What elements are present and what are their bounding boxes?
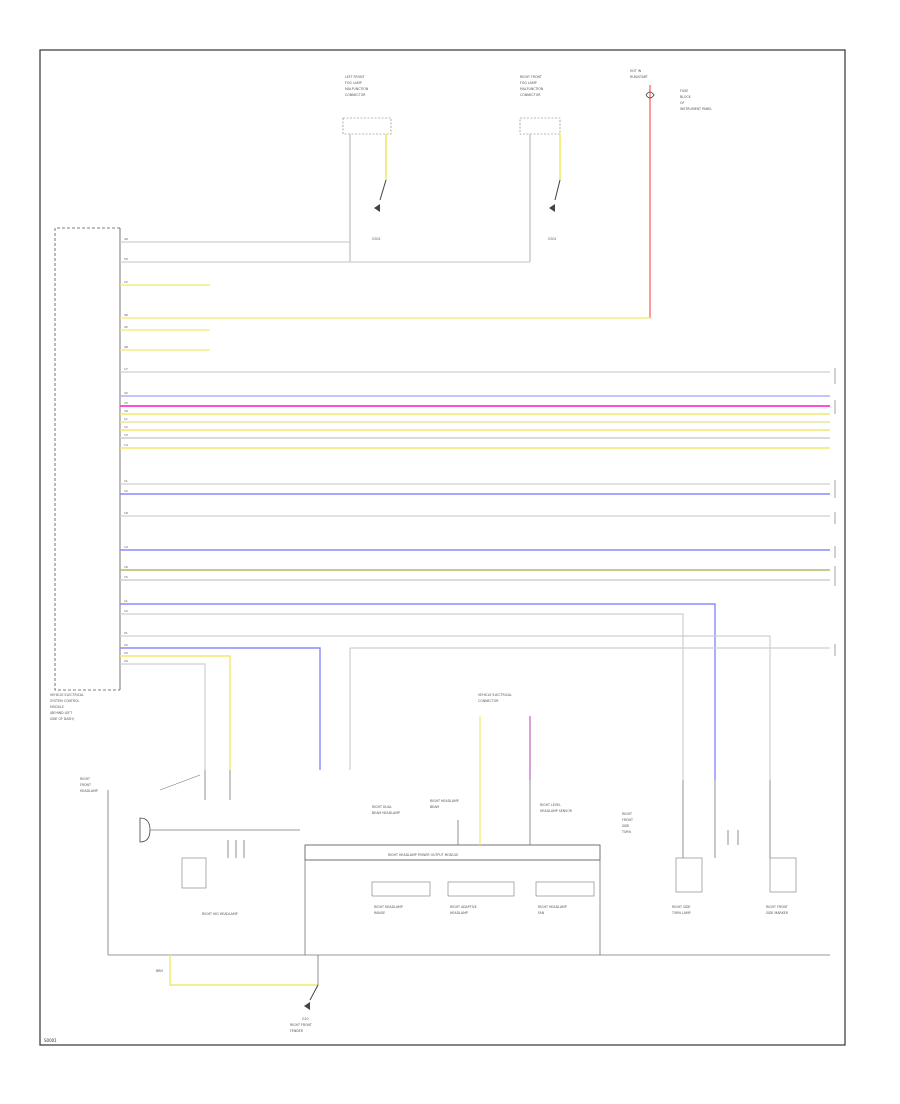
svg-text:INSTRUMENT PANEL: INSTRUMENT PANEL [680, 107, 712, 111]
svg-text:FRONT: FRONT [622, 818, 633, 822]
svg-text:24: 24 [124, 659, 128, 663]
svg-text:49: 49 [124, 237, 128, 241]
svg-text:45: 45 [124, 325, 128, 329]
svg-text:TURN: TURN [621, 830, 631, 834]
svg-text:HEADLAMP: HEADLAMP [80, 789, 98, 793]
module-wires [120, 241, 830, 780]
svg-text:RIGHT FRONT: RIGHT FRONT [520, 75, 542, 79]
svg-text:TURN LAMP: TURN LAMP [671, 911, 691, 915]
top-left-component: LEFT FRONT FOG LAMP MALFUNCTION CONNECTO… [342, 75, 392, 262]
svg-text:23: 23 [124, 651, 128, 655]
svg-text:MODULE: MODULE [50, 705, 64, 709]
svg-text:RIGHT HEADLAMP: RIGHT HEADLAMP [430, 799, 459, 803]
svg-text:14: 14 [124, 443, 128, 447]
svg-text:RIGHT: RIGHT [622, 812, 632, 816]
svg-text:SYSTEM CONTROL: SYSTEM CONTROL [50, 699, 80, 703]
control-module-outline [54, 227, 120, 691]
svg-text:FUSE: FUSE [680, 89, 688, 93]
diagram-frame [39, 49, 846, 1046]
right-lamps: RIGHT FRONT SIDE TURN RIGHT SIDE TURN LA… [621, 780, 797, 915]
svg-text:13: 13 [124, 433, 128, 437]
svg-text:15: 15 [124, 575, 128, 579]
svg-text:12: 12 [124, 280, 128, 284]
svg-text:BRN: BRN [156, 969, 163, 973]
svg-text:SIDE MARKER: SIDE MARKER [766, 911, 789, 915]
svg-text:RIGHT SIDE: RIGHT SIDE [672, 905, 690, 909]
svg-text:OF: OF [680, 101, 685, 105]
svg-text:RIGHT FRONT: RIGHT FRONT [290, 1023, 312, 1027]
svg-text:FOG LAMP: FOG LAMP [520, 81, 537, 85]
svg-text:RIGHT HEADLAMP POWER OUTPUT MO: RIGHT HEADLAMP POWER OUTPUT MODULE [388, 853, 458, 857]
svg-text:12: 12 [124, 489, 128, 493]
left-headlamp: RIGHT FRONT HEADLAMP RIGHT HID HEADLAMP [80, 770, 300, 955]
svg-text:RUN/START: RUN/START [630, 75, 648, 79]
top-middle-component: RIGHT FRONT FOG LAMP MALFUNCTION CONNECT… [519, 75, 561, 262]
svg-text:HEADLAMP SENSOR: HEADLAMP SENSOR [540, 809, 573, 813]
svg-text:33: 33 [124, 401, 128, 405]
svg-text:BEAM HEADLAMP: BEAM HEADLAMP [372, 811, 400, 815]
svg-text:MALFUNCTION: MALFUNCTION [345, 87, 369, 91]
svg-text:(BEHIND LEFT: (BEHIND LEFT [50, 711, 72, 715]
svg-text:SIDE OF DASH): SIDE OF DASH) [50, 717, 74, 721]
svg-text:SIDE: SIDE [622, 824, 629, 828]
svg-text:HEADLAMP: HEADLAMP [450, 911, 468, 915]
svg-text:RIGHT ADAPTIVE: RIGHT ADAPTIVE [450, 905, 477, 909]
svg-text:VEHICLE ELECTRICAL: VEHICLE ELECTRICAL [50, 693, 84, 697]
svg-text:G301: G301 [548, 237, 557, 241]
svg-text:G302: G302 [372, 237, 381, 241]
ecu-caption: VEHICLE ELECTRICAL SYSTEM CONTROL MODULE… [50, 693, 84, 721]
svg-text:34: 34 [124, 409, 128, 413]
svg-text:11: 11 [124, 599, 128, 603]
svg-text:22: 22 [124, 643, 128, 647]
svg-text:RANGE: RANGE [374, 911, 385, 915]
svg-text:RIGHT HID HEADLAMP: RIGHT HID HEADLAMP [202, 912, 238, 916]
headlamp-power-module: VEHICLE ELECTRICAL CONNECTOR RIGHT HEADL… [304, 693, 601, 955]
svg-text:CONNECTOR: CONNECTOR [520, 93, 541, 97]
module-pins: 49 50 12 46 45 48 17 32 33 34 11 12 13 1… [124, 237, 128, 663]
svg-text:12: 12 [124, 425, 128, 429]
svg-text:RIGHT: RIGHT [80, 777, 90, 781]
svg-text:11: 11 [124, 417, 128, 421]
svg-text:VEHICLE ELECTRICAL: VEHICLE ELECTRICAL [478, 693, 512, 697]
svg-text:11: 11 [124, 479, 128, 483]
svg-text:FRONT: FRONT [80, 783, 91, 787]
svg-text:G10: G10 [302, 1017, 309, 1021]
svg-text:HOT IN: HOT IN [630, 69, 642, 73]
svg-text:CONNECTOR: CONNECTOR [478, 699, 499, 703]
svg-text:FAN: FAN [538, 911, 545, 915]
svg-text:RIGHT HEADLAMP: RIGHT HEADLAMP [374, 905, 403, 909]
svg-text:12: 12 [124, 609, 128, 613]
svg-text:FOG LAMP: FOG LAMP [345, 81, 362, 85]
svg-text:LEFT FRONT: LEFT FRONT [345, 75, 364, 79]
svg-text:RIGHT HEADLAMP: RIGHT HEADLAMP [538, 905, 567, 909]
svg-text:BLOCK: BLOCK [680, 95, 692, 99]
svg-text:32: 32 [124, 391, 128, 395]
svg-text:FENDER: FENDER [290, 1029, 304, 1033]
top-right-fuse: HOT IN RUN/START FUSE BLOCK OF INSTRUMEN… [630, 69, 712, 318]
svg-text:RIGHT DUAL: RIGHT DUAL [372, 805, 392, 809]
svg-text:CONNECTOR: CONNECTOR [345, 93, 366, 97]
svg-text:48: 48 [124, 345, 128, 349]
svg-text:21: 21 [124, 631, 128, 635]
footer-code: S0001 [44, 1038, 57, 1043]
ground-bus: BRN G10 RIGHT FRONT FENDER [108, 954, 830, 1033]
svg-text:RIGHT FRONT: RIGHT FRONT [766, 905, 788, 909]
svg-text:18: 18 [124, 511, 128, 515]
svg-text:BEAM: BEAM [430, 805, 439, 809]
svg-text:50: 50 [124, 257, 128, 261]
svg-text:MALFUNCTION: MALFUNCTION [520, 87, 544, 91]
svg-text:46: 46 [124, 313, 128, 317]
svg-text:14: 14 [124, 545, 128, 549]
svg-text:17: 17 [124, 367, 128, 371]
svg-text:16: 16 [124, 565, 128, 569]
svg-text:RIGHT LEVEL: RIGHT LEVEL [540, 803, 561, 807]
